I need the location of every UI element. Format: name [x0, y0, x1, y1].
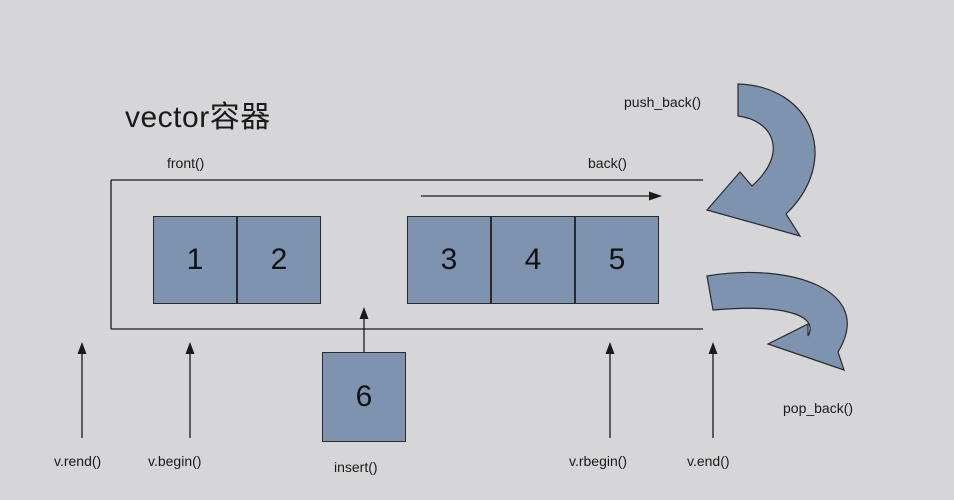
insert-arrow — [359, 307, 369, 352]
element-cell: 5 — [575, 216, 659, 304]
element-cell: 4 — [491, 216, 575, 304]
rbegin-arrow — [605, 342, 615, 438]
container-outline — [110, 179, 703, 330]
rbegin-label: v.rbegin() — [569, 453, 628, 469]
element-cell: 3 — [407, 216, 491, 304]
back-direction-arrow — [421, 191, 662, 201]
pop-back-curved-arrow — [706, 271, 848, 371]
insert-element-cell: 6 — [322, 352, 406, 442]
front-label: front() — [167, 155, 205, 171]
insert-label: insert() — [334, 459, 378, 475]
element-cell: 2 — [237, 216, 321, 304]
push-back-label: push_back() — [624, 94, 702, 110]
end-label: v.end() — [687, 453, 730, 469]
back-label: back() — [588, 155, 627, 171]
push-back-curved-arrow — [705, 83, 816, 237]
rend-label: v.rend() — [54, 453, 102, 469]
end-arrow — [708, 342, 718, 438]
begin-label: v.begin() — [148, 453, 202, 469]
pop-back-label: pop_back() — [783, 400, 854, 416]
begin-arrow — [185, 342, 195, 438]
element-cell: 1 — [153, 216, 237, 304]
rend-arrow — [77, 342, 87, 438]
diagram-title: vector容器 — [125, 101, 271, 134]
